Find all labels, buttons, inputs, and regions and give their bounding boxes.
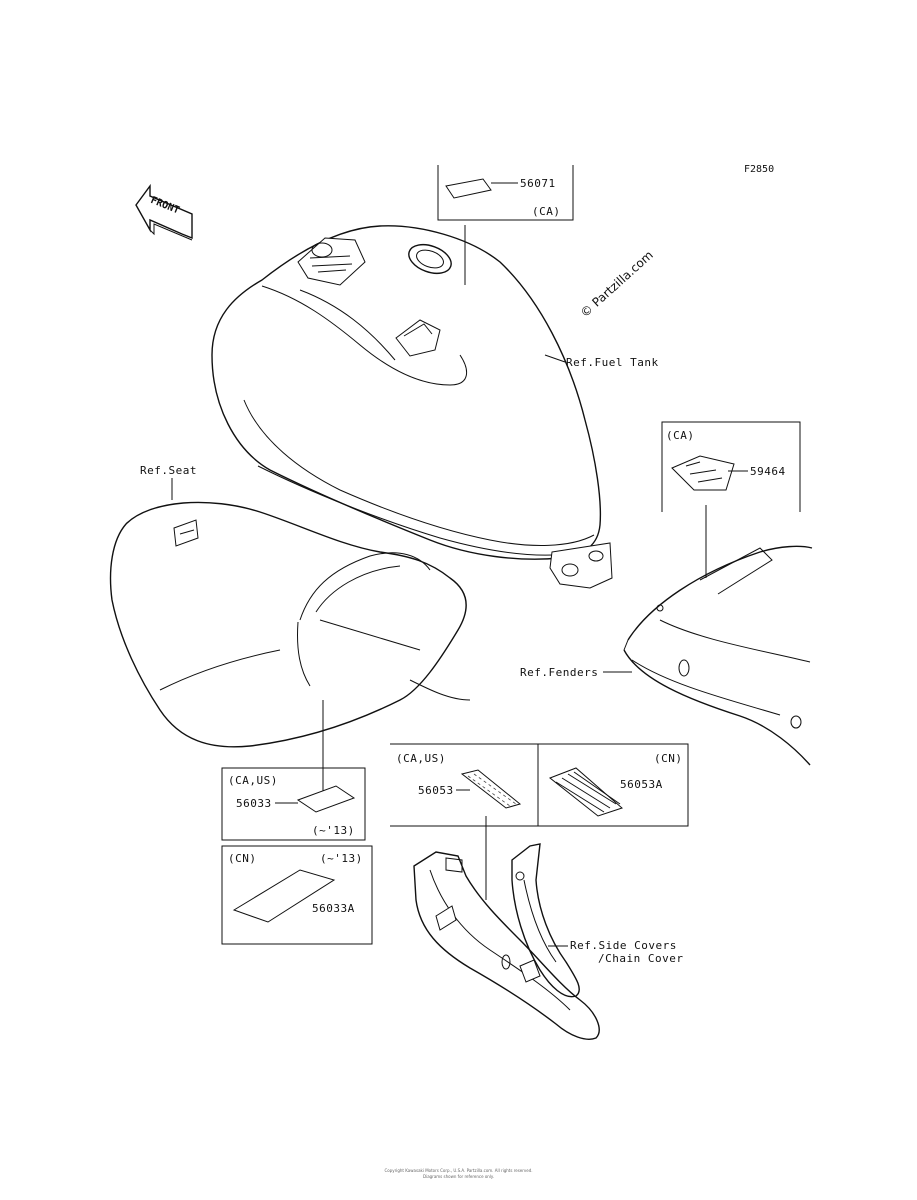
note-56033A: (~'13) <box>320 852 363 865</box>
copyright-footer: Copyright Kawasaki Motors Corp., U.S.A. … <box>0 1168 917 1180</box>
ref-fenders: Ref.Fenders <box>520 666 598 679</box>
label-56053-callout: (CA,US) 56053 <box>390 743 539 900</box>
note-56033: (~'13) <box>312 824 355 837</box>
front-arrow-icon: FRONT <box>135 183 193 241</box>
label-56071-callout: 56071 (CA) <box>437 165 574 285</box>
ref-seat: Ref.Seat <box>140 464 197 477</box>
region-56053: (CA,US) <box>396 752 446 765</box>
region-56033: (CA,US) <box>228 774 278 787</box>
diagram-code: F2850 <box>744 164 774 175</box>
region-56053A: (CN) <box>654 752 683 765</box>
label-56071-sticker <box>445 178 492 199</box>
label-56053A-sticker <box>549 767 623 817</box>
ref-side-covers-line1: Ref.Side Covers <box>570 939 677 952</box>
region-59464: (CA) <box>666 429 695 442</box>
footer-line-2: Diagrams shown for reference only. <box>423 1174 494 1179</box>
fenders: Ref.Fenders <box>520 545 813 766</box>
seat: Ref.Seat <box>109 464 471 748</box>
part-56053A: 56053A <box>620 778 663 791</box>
label-56033-sticker <box>296 785 356 813</box>
part-59464: 59464 <box>750 465 786 478</box>
region-56033A: (CN) <box>228 852 257 865</box>
side-cover: Ref.Side Covers /Chain Cover <box>413 843 683 1040</box>
label-59464-sticker <box>671 455 735 491</box>
label-56053A-callout: (CN) 56053A <box>538 743 689 827</box>
label-56053-sticker <box>460 769 522 809</box>
label-56033-callout: (CA,US) 56033 (~'13) <box>221 700 366 841</box>
part-56053: 56053 <box>418 784 454 797</box>
label-56033A-callout: (CN) (~'13) 56033A <box>221 845 373 945</box>
ref-fuel-tank: Ref.Fuel Tank <box>566 356 659 369</box>
part-56071: 56071 <box>520 177 556 190</box>
fuel-tank: Ref.Fuel Tank <box>211 225 659 589</box>
footer-line-1: Copyright Kawasaki Motors Corp., U.S.A. … <box>384 1168 533 1173</box>
part-56033: 56033 <box>236 797 272 810</box>
part-56033A: 56033A <box>312 902 355 915</box>
region-56071: (CA) <box>532 205 561 218</box>
watermark: © Partzilla.com <box>578 248 656 320</box>
label-56033A-sticker <box>232 869 336 923</box>
label-59464-callout: (CA) 59464 <box>661 421 801 578</box>
ref-side-covers-line2: /Chain Cover <box>598 952 683 965</box>
front-label: FRONT <box>149 195 181 216</box>
